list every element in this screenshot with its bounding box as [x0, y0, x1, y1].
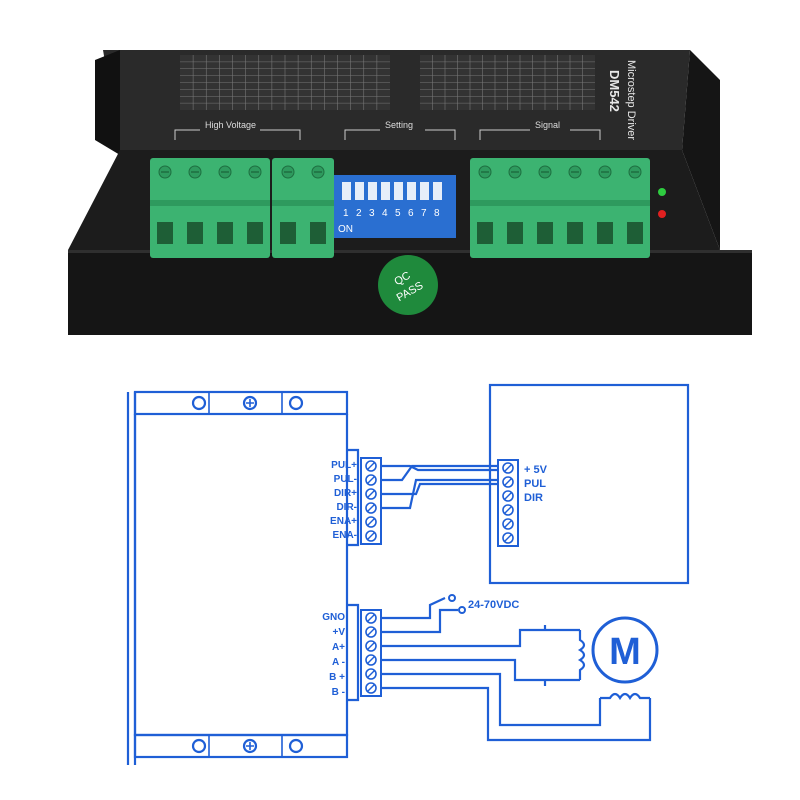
dip-on-label: ON: [338, 224, 353, 235]
terminal-screw: [365, 682, 377, 694]
wire-hole: [477, 222, 493, 244]
wire-hole: [597, 222, 613, 244]
pin-ena-plus: ENA+: [330, 516, 357, 527]
dip-key: [433, 182, 442, 200]
terminal-screw: [365, 668, 377, 680]
driver-signal-terminal: [360, 457, 382, 545]
pin-pul-minus: PUL-: [334, 474, 357, 485]
terminal-screw: [502, 518, 514, 530]
dip-key: [342, 182, 351, 200]
pin-a-plus: A+: [332, 642, 345, 653]
wiring-diagram: PUL+ PUL- DIR+ DIR- ENA+ ENA- GNO +V A+ …: [126, 383, 690, 765]
qc-pass-sticker: QC PASS: [378, 255, 438, 315]
pin-dir-minus: DIR-: [336, 502, 357, 513]
signal-pin-labels: PUL+ PUL- DIR+ DIR- ENA+ ENA-: [330, 460, 357, 541]
wire-hole: [217, 222, 233, 244]
driver-photo: DM542 Microstep Driver High Voltage Sett…: [68, 50, 752, 335]
terminal-screw: [365, 460, 377, 472]
terminal-screw: [502, 476, 514, 488]
dip-key: [394, 182, 403, 200]
dip-number: 3: [369, 208, 375, 219]
wire-hole: [537, 222, 553, 244]
motor-wires: [381, 625, 652, 742]
case-right-plate: [682, 50, 720, 250]
terminal-block-signal: [470, 158, 650, 258]
wire-hole: [247, 222, 263, 244]
signal-wires: [381, 464, 498, 510]
dip-key: [407, 182, 416, 200]
wire-hole: [627, 222, 643, 244]
terminal-screw: [365, 626, 377, 638]
ctrl-pin-pul: PUL: [524, 478, 546, 490]
spec-table-right: [420, 55, 595, 110]
ctrl-pin-5v: + 5V: [524, 464, 548, 476]
terminal-screw: [365, 640, 377, 652]
wire-hole: [567, 222, 583, 244]
led-red: [658, 210, 666, 218]
ctrl-pin-dir: DIR: [524, 492, 543, 504]
wire-hole: [187, 222, 203, 244]
led-green: [658, 188, 666, 196]
dip-number: 7: [421, 208, 427, 219]
terminal-screw: [502, 532, 514, 544]
pin-plus-v: +V: [332, 627, 345, 638]
terminal-block-power: [272, 158, 334, 258]
pin-ena-minus: ENA-: [333, 530, 357, 541]
dip-key: [355, 182, 364, 200]
pin-b-minus: B -: [332, 687, 345, 698]
terminal-screw: [502, 490, 514, 502]
terminal-screw: [502, 462, 514, 474]
terminal-block-high-voltage: [150, 158, 270, 258]
setting-label: Setting: [385, 120, 413, 130]
pin-gno: GNO: [322, 612, 345, 623]
stepper-motor: M: [591, 616, 659, 684]
dip-number: 1: [343, 208, 349, 219]
terminal-screw: [365, 516, 377, 528]
driver-outline: [126, 390, 360, 765]
pin-dir-plus: DIR+: [334, 488, 357, 499]
pin-pul-plus: PUL+: [331, 460, 357, 471]
signal-label: Signal: [535, 120, 560, 130]
terminal-screw: [365, 654, 377, 666]
high-voltage-label: High Voltage: [205, 120, 256, 130]
terminal-screw: [365, 530, 377, 542]
dip-key: [420, 182, 429, 200]
wire-hole: [280, 222, 296, 244]
wire-hole: [157, 222, 173, 244]
pin-b-plus: B +: [329, 672, 345, 683]
device-title: Microstep Driver: [625, 60, 637, 140]
dip-key: [368, 182, 377, 200]
dip-number: 5: [395, 208, 401, 219]
dip-number: 4: [382, 208, 388, 219]
terminal-screw: [365, 474, 377, 486]
dip-number: 2: [356, 208, 362, 219]
pin-a-minus: A -: [332, 657, 345, 668]
power-pin-labels: GNO +V A+ A - B + B -: [322, 612, 345, 698]
power-supply: 24-70VDC: [381, 594, 519, 634]
wire-hole: [310, 222, 326, 244]
controller-box: + 5V PUL DIR: [488, 383, 690, 585]
terminal-screw: [502, 504, 514, 516]
supply-voltage-label: 24-70VDC: [468, 599, 519, 611]
terminal-screw: [365, 488, 377, 500]
motor-label: M: [609, 631, 641, 673]
driver-power-terminal: [360, 609, 382, 697]
dip-key: [381, 182, 390, 200]
case-rear-plate: [95, 50, 120, 155]
dip-number: 6: [408, 208, 414, 219]
model-label: DM542: [607, 70, 622, 112]
spec-table-left: [180, 55, 390, 110]
wire-hole: [507, 222, 523, 244]
terminal-screw: [365, 612, 377, 624]
terminal-screw: [365, 502, 377, 514]
dip-number: 8: [434, 208, 440, 219]
